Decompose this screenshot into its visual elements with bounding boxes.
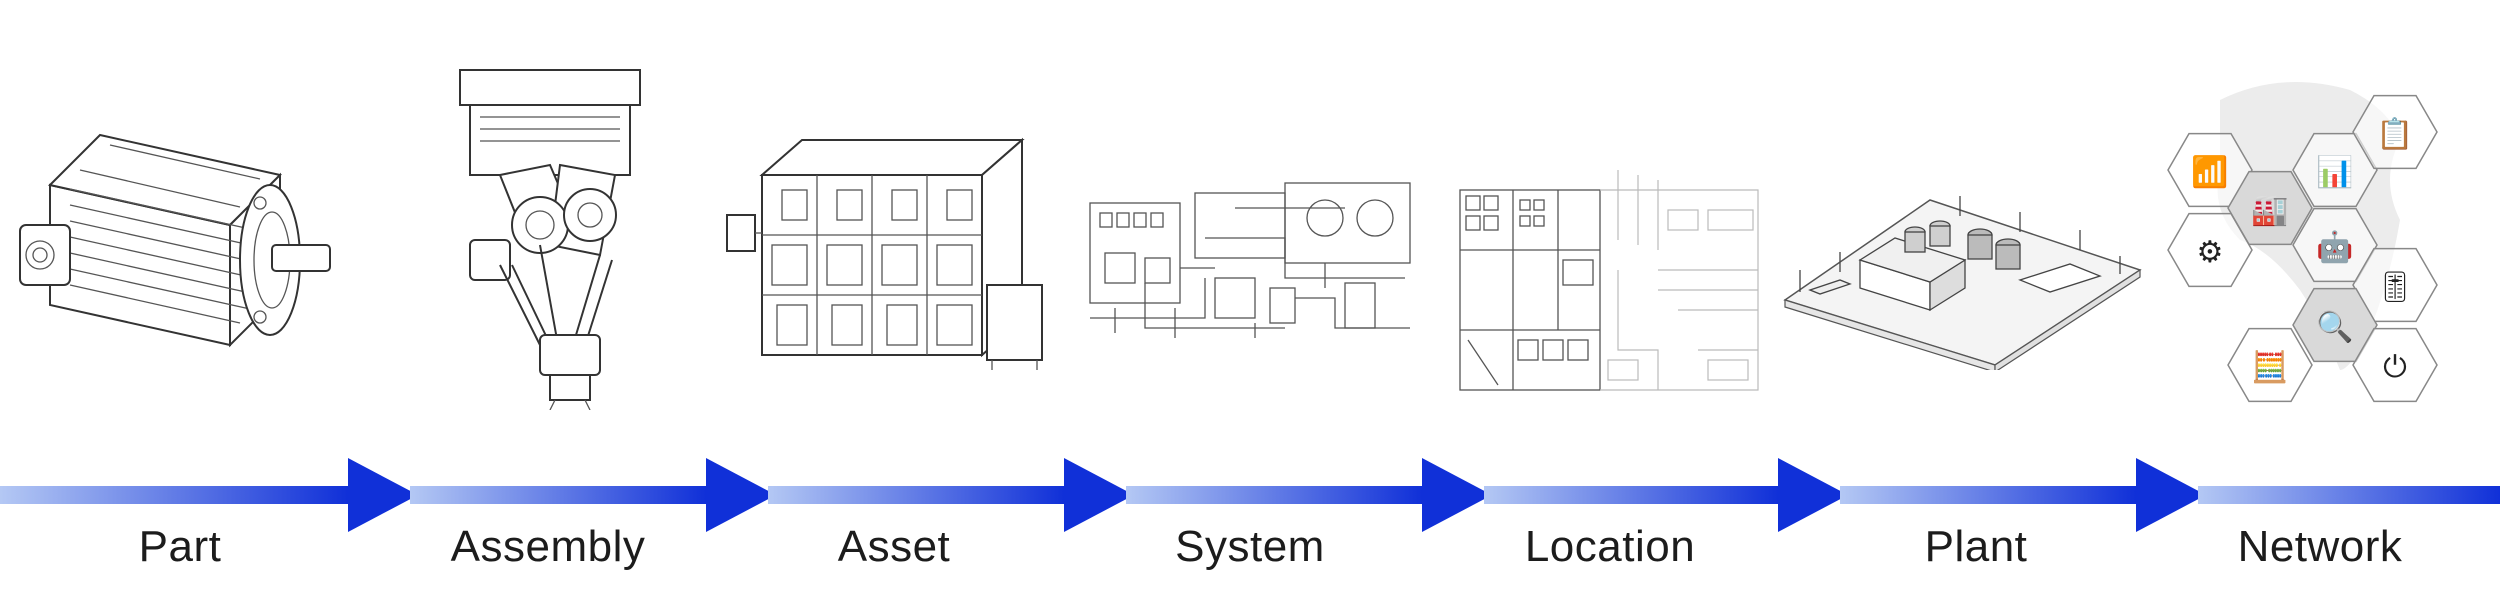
arrow-head [348, 458, 418, 532]
sliders-icon: 🎚 [2376, 270, 2414, 305]
arrow-segment [410, 486, 706, 504]
server-settings-icon: ⚙ [2197, 235, 2224, 270]
network-hexagon [2352, 247, 2438, 323]
servo-motor-drawing [19, 133, 331, 348]
hexagon-icon-network: 📶 🏭 📊 📋 ⚙ 🤖 🎚 🔍 🧮 ⏻ [2167, 82, 2438, 403]
checklist-icon: 📋 [2376, 116, 2413, 152]
power-icon: ⏻ [2383, 350, 2407, 385]
stage-label-location: Location [1524, 522, 1696, 571]
magnify-chart-icon: 🔍 [2316, 307, 2353, 345]
stage-label-asset: Asset [837, 522, 951, 571]
network-hexagon [2227, 327, 2313, 403]
arrow-head [1778, 458, 1848, 532]
network-hexagon [2167, 212, 2253, 288]
bar-chart-icon: 📊 [2316, 154, 2353, 190]
arrow-segment [1840, 486, 2136, 504]
arrow-head [1064, 458, 1134, 532]
arrow-segment [2198, 486, 2500, 504]
stage-label-plant: Plant [1924, 522, 2028, 571]
isometric-plant-drawing [1783, 196, 2142, 370]
wifi-icon: 📶 [2191, 154, 2228, 190]
arrow-head [706, 458, 776, 532]
stage-label-assembly: Assembly [450, 522, 646, 571]
machine-cell-drawing [726, 137, 1043, 370]
arrow-segment [1126, 486, 1422, 504]
network-hexagon [2352, 327, 2438, 403]
arrow-segment [768, 486, 1064, 504]
stage-label-network: Network [2237, 522, 2403, 571]
factory-gear-icon: 🏭 [2251, 193, 2288, 228]
robot-arm-icon: 🤖 [2316, 229, 2353, 265]
hydraulic-schematic-drawing [1089, 182, 1411, 338]
calculator-gear-icon: 🧮 [2251, 349, 2288, 385]
stage-label-system: System [1175, 522, 1325, 571]
arrow-segment [0, 486, 348, 504]
network-hexagon [2227, 170, 2313, 246]
stage-label-part: Part [138, 522, 222, 571]
robot-arm-assembly-drawing [459, 69, 641, 410]
arrow-segment [1484, 486, 1778, 504]
arrow-head [2136, 458, 2206, 532]
network-hexagon [2352, 94, 2438, 170]
floor-plan-drawing [1459, 170, 1759, 391]
arrow-head [1422, 458, 1492, 532]
